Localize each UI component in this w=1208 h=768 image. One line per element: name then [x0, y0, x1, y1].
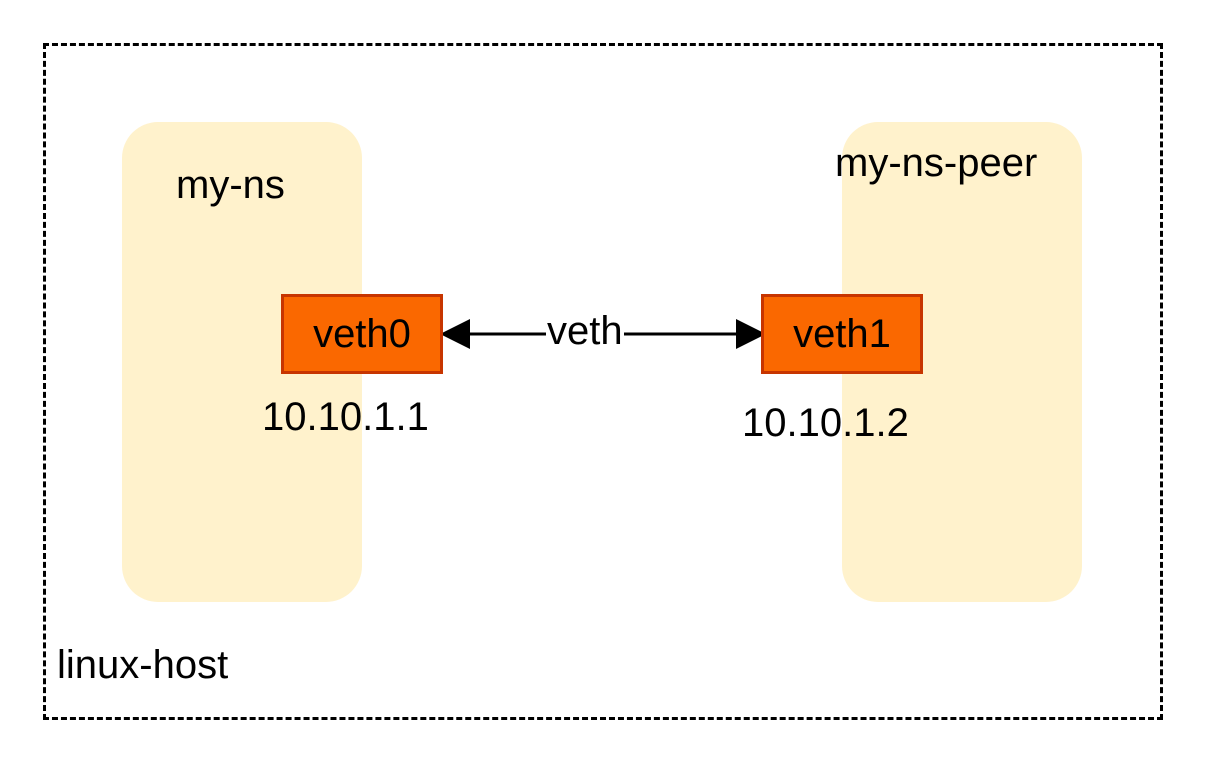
namespace-label-my-ns: my-ns	[176, 163, 285, 207]
interface-label-veth0: veth0	[313, 311, 411, 356]
interface-label-veth1: veth1	[793, 311, 891, 356]
interface-veth1: veth1	[761, 294, 923, 374]
linux-host-boundary	[43, 43, 1163, 720]
namespace-label-my-ns-peer: my-ns-peer	[835, 141, 1038, 185]
ip-address-veth1: 10.10.1.2	[742, 401, 909, 445]
ip-address-veth0: 10.10.1.1	[262, 395, 429, 439]
veth-link-label: veth	[546, 309, 624, 353]
interface-veth0: veth0	[281, 294, 443, 374]
host-label: linux-host	[57, 643, 229, 687]
